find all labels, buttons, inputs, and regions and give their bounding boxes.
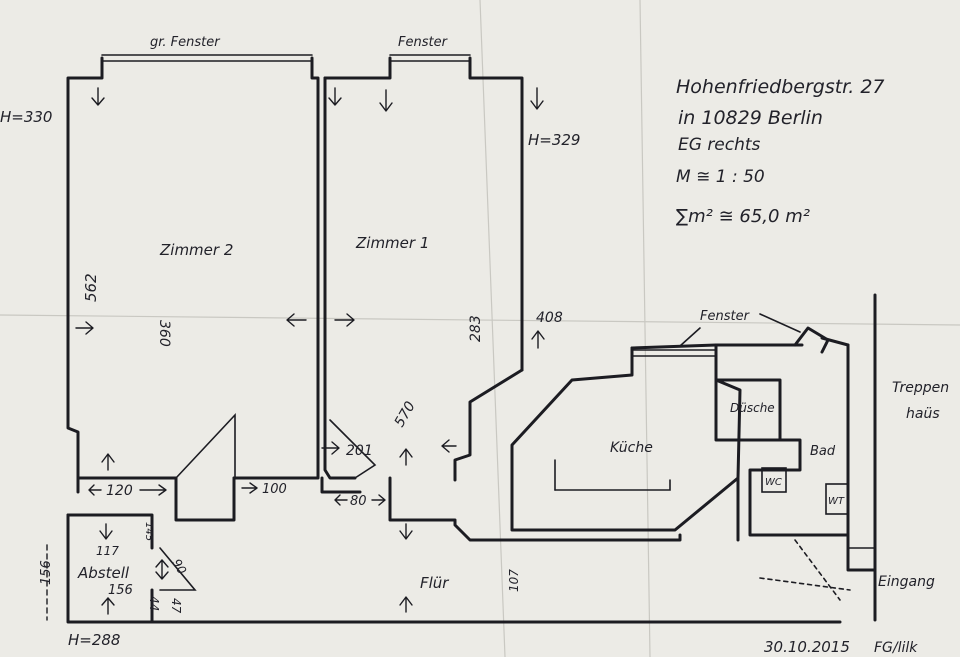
dim-283: 283 (468, 315, 484, 342)
room-bad: Bad (810, 444, 836, 459)
dim-360: 360 (156, 320, 172, 347)
dim-80: 80 (350, 494, 367, 509)
height-h330: H=330 (0, 108, 52, 126)
dim-90: 90 (169, 557, 189, 578)
dim-408: 408 (536, 310, 563, 326)
room-flur: Flür (420, 574, 449, 592)
dim-117: 117 (96, 544, 119, 558)
dim-570: 570 (392, 399, 419, 430)
walls (66, 56, 877, 624)
height-h288: H=288 (68, 631, 120, 649)
dim-156-left: 156 (39, 560, 54, 585)
dim-107: 107 (507, 569, 521, 592)
room-eingang: Eingang (878, 574, 935, 590)
address-unit: EG rechts (678, 135, 761, 155)
windows (101, 54, 801, 357)
room-abstell: Abstell (77, 564, 130, 582)
room-treppenhaus-2: haüs (906, 406, 940, 422)
label-gr-fenster: gr. Fenster (150, 35, 221, 50)
dim-44: 44 (147, 596, 161, 611)
room-zimmer-2: Zimmer 2 (159, 241, 233, 259)
dim-156: 156 (108, 583, 133, 598)
room-wt: WT (828, 496, 845, 507)
dim-120: 120 (106, 483, 133, 499)
dim-145: 145 (143, 522, 154, 541)
dim-47: 47 (169, 598, 183, 614)
height-h329: H=329 (528, 131, 580, 149)
dim-201: 201 (346, 443, 373, 459)
arrows (46, 87, 545, 621)
plan-date: 30.10.2015 (764, 638, 850, 656)
plan-scale: M ≅ 1 : 50 (676, 167, 765, 187)
doors-and-fixtures (159, 412, 876, 601)
label-fenster-1: Fenster (398, 35, 449, 50)
address-street: Hohenfriedbergstr. 27 (676, 76, 885, 98)
dim-562: 562 (82, 273, 100, 302)
room-zimmer-1: Zimmer 1 (355, 234, 429, 252)
room-dusche: Düsche (730, 401, 775, 415)
room-treppenhaus-1: Treppen (892, 380, 949, 396)
plan-signature: FG/lilk (874, 640, 918, 656)
room-kueche: Küche (610, 440, 653, 456)
address-city: in 10829 Berlin (678, 107, 823, 129)
label-fenster-kitchen: Fenster (700, 309, 751, 324)
plan-area: ∑m² ≅ 65,0 m² (676, 206, 810, 227)
dim-100: 100 (262, 482, 287, 497)
room-wc: WC (765, 477, 782, 488)
